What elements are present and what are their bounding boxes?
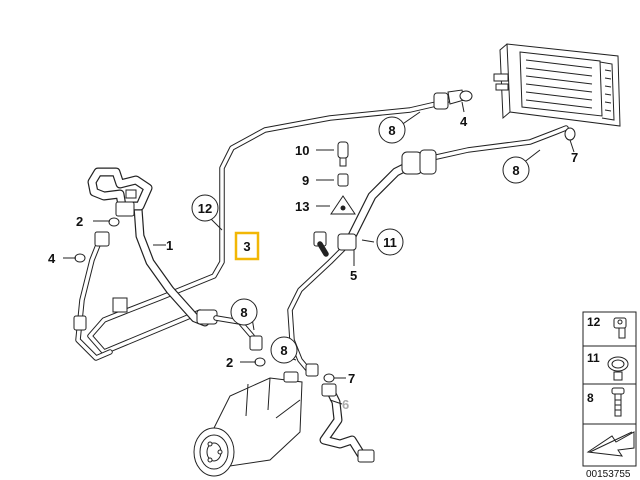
callout-4-top: 4 xyxy=(460,114,468,129)
cap-part-9[interactable] xyxy=(337,173,349,187)
callout-6: 6 xyxy=(342,397,349,412)
svg-text:4: 4 xyxy=(48,251,56,266)
svg-text:13: 13 xyxy=(295,199,309,214)
svg-text:7: 7 xyxy=(348,371,355,386)
callout-7-lower: 7 xyxy=(348,371,355,386)
callout-8-left: 8 xyxy=(230,298,258,326)
callout-2-lower: 2 xyxy=(226,355,233,370)
callout-8-top: 8 xyxy=(378,116,406,144)
o-rings xyxy=(74,90,576,383)
callout-13: 13 xyxy=(295,199,309,214)
callout-4-left: 4 xyxy=(48,251,56,266)
evaporator-unit xyxy=(493,43,621,127)
svg-text:12: 12 xyxy=(198,201,212,216)
svg-text:8: 8 xyxy=(587,391,594,405)
callout-9: 9 xyxy=(302,173,309,188)
svg-text:10: 10 xyxy=(295,143,309,158)
refrigerant-line-3[interactable] xyxy=(87,89,465,355)
callout-10: 10 xyxy=(295,143,309,158)
svg-text:12: 12 xyxy=(587,315,601,329)
legend-item-8[interactable]: 8 xyxy=(587,387,625,417)
callout-11-circle: 11 xyxy=(376,228,404,256)
svg-text:8: 8 xyxy=(280,343,287,358)
callout-2-upper: 2 xyxy=(76,214,83,229)
callout-1: 1 xyxy=(166,238,173,253)
svg-text:11: 11 xyxy=(383,235,397,250)
ac-compressor xyxy=(193,371,303,477)
pressure-hose-5[interactable] xyxy=(287,125,569,377)
callout-12-circle: 12 xyxy=(191,194,219,222)
svg-text:8: 8 xyxy=(512,163,519,178)
svg-text:2: 2 xyxy=(226,355,233,370)
svg-text:8: 8 xyxy=(388,123,395,138)
svg-text:3: 3 xyxy=(243,239,250,254)
reference-number: 00153755 xyxy=(586,469,631,480)
svg-text:11: 11 xyxy=(587,351,600,365)
svg-text:6: 6 xyxy=(342,397,349,412)
svg-text:7: 7 xyxy=(571,150,578,165)
svg-text:2: 2 xyxy=(76,214,83,229)
parts-legend: 12 11 8 xyxy=(582,311,637,467)
legend-item-12[interactable]: 12 xyxy=(587,315,627,339)
callout-8-center: 8 xyxy=(270,336,298,364)
svg-text:5: 5 xyxy=(350,268,357,283)
valve-part-10[interactable] xyxy=(337,141,349,167)
suction-hose-1[interactable] xyxy=(73,167,263,361)
legend-arrow-icon xyxy=(586,431,635,457)
callout-3-highlighted[interactable]: 3 xyxy=(234,231,260,261)
warning-label-13 xyxy=(330,195,356,215)
hose-6[interactable] xyxy=(319,383,375,463)
svg-text:9: 9 xyxy=(302,173,309,188)
callout-7-right: 7 xyxy=(571,150,578,165)
svg-text:4: 4 xyxy=(460,114,468,129)
svg-text:1: 1 xyxy=(166,238,173,253)
svg-text:8: 8 xyxy=(240,305,247,320)
callout-8-right: 8 xyxy=(502,156,530,184)
callout-5: 5 xyxy=(350,268,357,283)
legend-item-11[interactable]: 11 xyxy=(587,351,629,381)
